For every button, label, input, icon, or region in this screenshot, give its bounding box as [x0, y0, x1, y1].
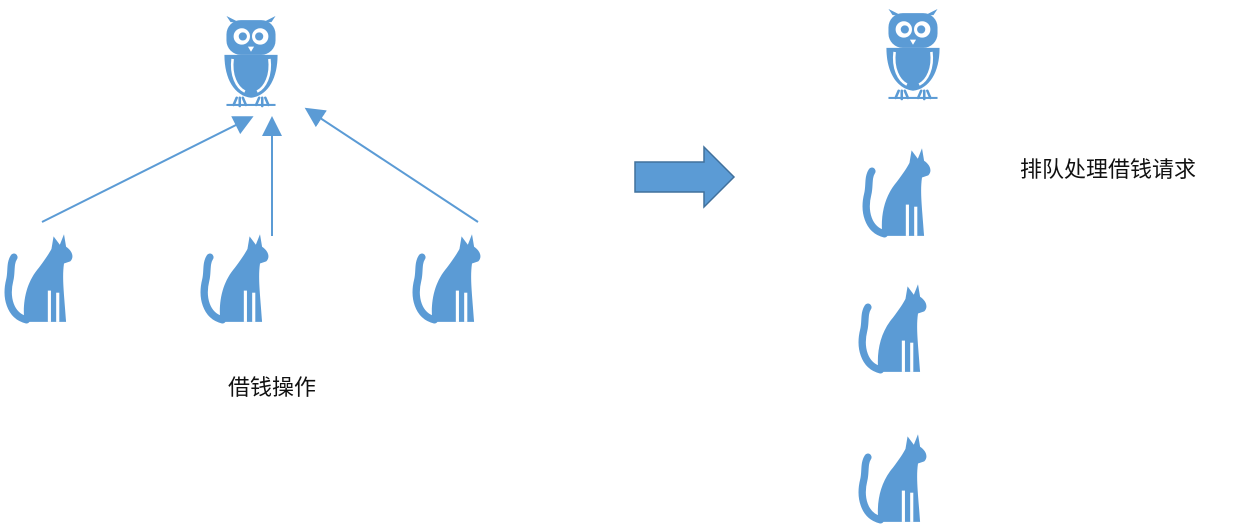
cat-icon: [860, 142, 936, 238]
owl-icon: [885, 9, 941, 101]
left-caption: 借钱操作: [228, 376, 317, 401]
cat-icon: [856, 428, 932, 524]
right-arrow-icon: [634, 145, 736, 209]
right-caption: 排队处理借钱请求: [1020, 158, 1197, 183]
cat-icon: [856, 278, 932, 374]
request-arrow-left: [41, 116, 254, 223]
request-arrow-right: [304, 107, 479, 223]
request-arrows: [41, 107, 479, 236]
